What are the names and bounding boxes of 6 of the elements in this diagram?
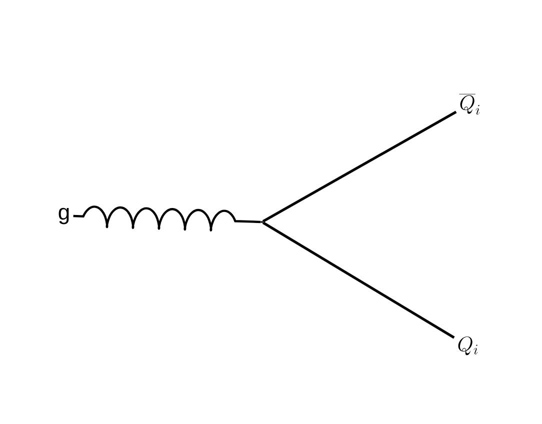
propagator-line	[262, 222, 455, 339]
particle-label: $Q_i$	[458, 336, 478, 356]
particle-label: $\overline{Q}_i$	[459, 94, 480, 115]
propagator-line	[262, 110, 457, 223]
particle-label: g	[58, 208, 69, 224]
gluon-coil	[73, 206, 261, 232]
